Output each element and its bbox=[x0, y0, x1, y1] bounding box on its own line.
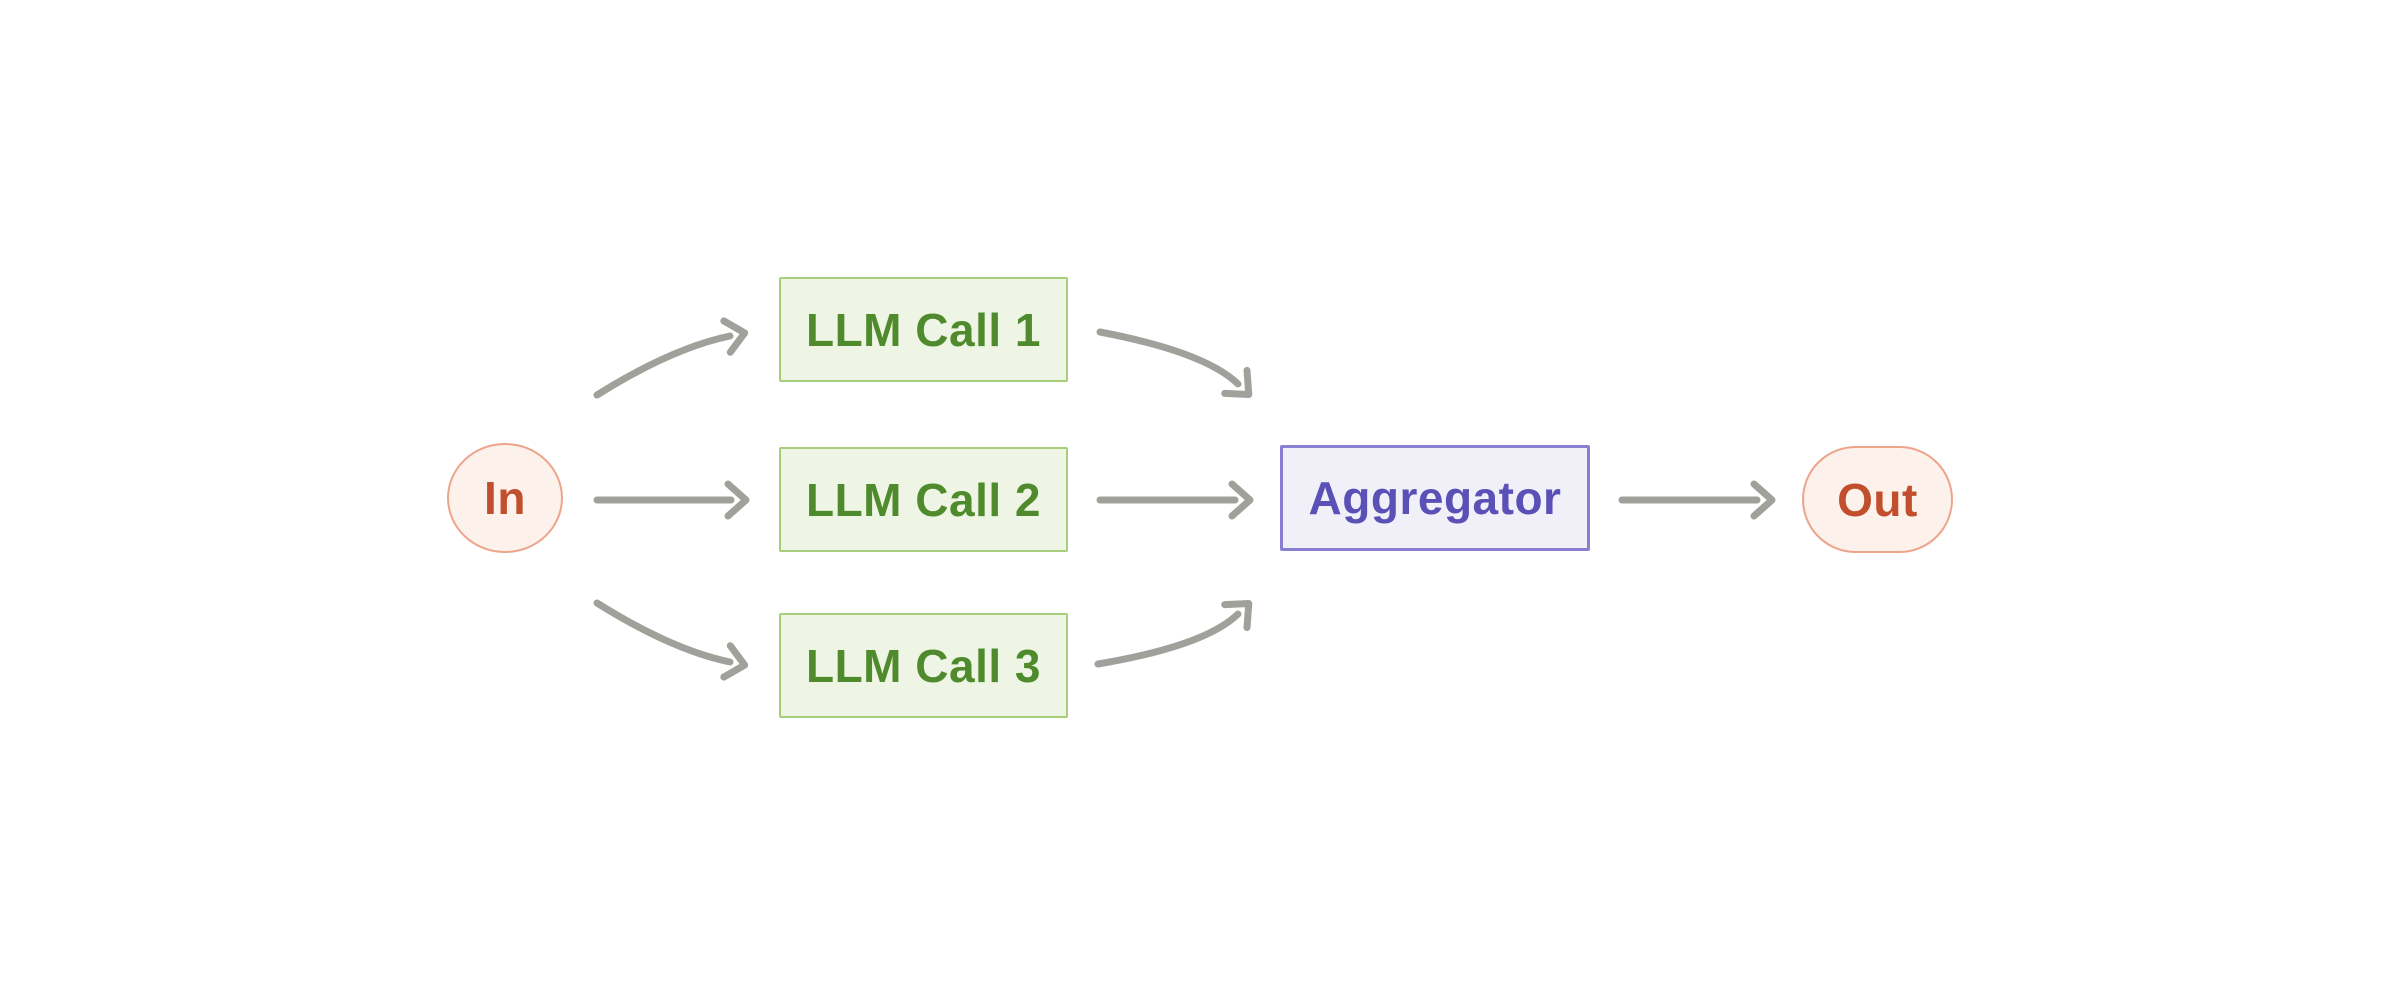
in-node-label: In bbox=[484, 472, 526, 524]
llm-call-1-node: LLM Call 1 bbox=[779, 277, 1068, 382]
llm-call-1-label: LLM Call 1 bbox=[805, 303, 1042, 356]
aggregator-node: Aggregator bbox=[1280, 445, 1590, 551]
edge-in-to-llm-call-3 bbox=[593, 599, 749, 681]
edge-llm-call-3-to-aggregator bbox=[1094, 600, 1253, 668]
edge-llm-call-1-to-aggregator bbox=[1096, 328, 1253, 398]
out-node-label: Out bbox=[1837, 473, 1918, 526]
llm-call-3-label: LLM Call 3 bbox=[805, 639, 1042, 692]
edge-in-to-llm-call-1 bbox=[593, 317, 749, 399]
out-node: Out bbox=[1802, 446, 1953, 553]
llm-call-2-node: LLM Call 2 bbox=[779, 447, 1068, 552]
aggregator-label: Aggregator bbox=[1308, 472, 1562, 524]
in-node: In bbox=[447, 443, 563, 553]
llm-call-2-label: LLM Call 2 bbox=[805, 473, 1042, 526]
llm-call-3-node: LLM Call 3 bbox=[779, 613, 1068, 718]
